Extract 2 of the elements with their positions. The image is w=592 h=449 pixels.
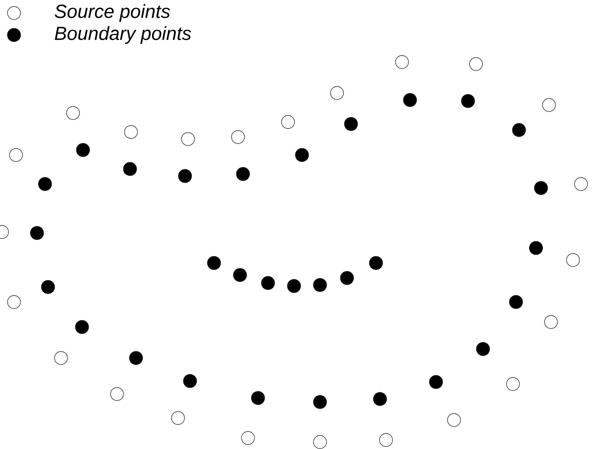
legend-text: Source points [54, 4, 170, 22]
legend-text: Boundary points [54, 26, 192, 44]
